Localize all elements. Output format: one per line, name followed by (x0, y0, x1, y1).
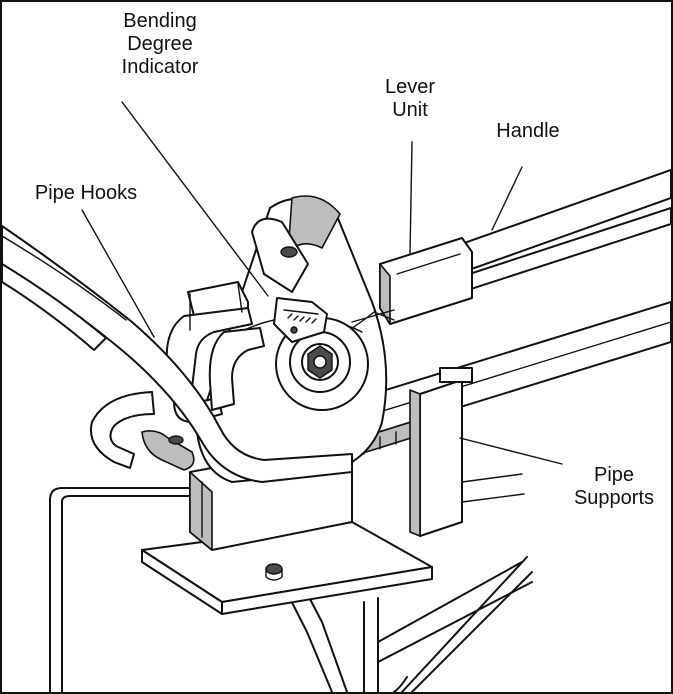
callout-lever-line-2: Unit (392, 99, 428, 121)
callout-handle-text: Handle (496, 120, 560, 142)
callout-pipe-supports-line-2: Supports (573, 487, 655, 509)
callout-handle: Handle (488, 120, 568, 143)
callout-pipe-hooks: Pipe Hooks (16, 182, 156, 205)
lever-unit (379, 237, 473, 325)
support-rail (346, 301, 671, 459)
callout-bending-degree-indicator: Bending Degree Indicator (108, 10, 212, 79)
degree-indicator-dial (273, 297, 328, 343)
callout-pipe-supports-line-1: Pipe (593, 464, 635, 486)
callout-bending-line-3: Indicator (121, 56, 199, 78)
front-hook-claw (90, 391, 195, 471)
callout-pipe-supports: Pipe Supports (562, 464, 666, 510)
callout-pipe-hooks-text: Pipe Hooks (34, 182, 138, 204)
callout-lever-line-1: Lever (384, 76, 436, 98)
callout-bending-line-1: Bending (123, 10, 197, 32)
pipe-support-bracket (409, 367, 525, 537)
leader-lines (81, 101, 563, 465)
callout-lever-unit: Lever Unit (370, 76, 450, 122)
callout-bending-line-2: Degree (127, 33, 193, 55)
bent-pipe (2, 225, 353, 483)
hub-assembly (275, 317, 369, 411)
